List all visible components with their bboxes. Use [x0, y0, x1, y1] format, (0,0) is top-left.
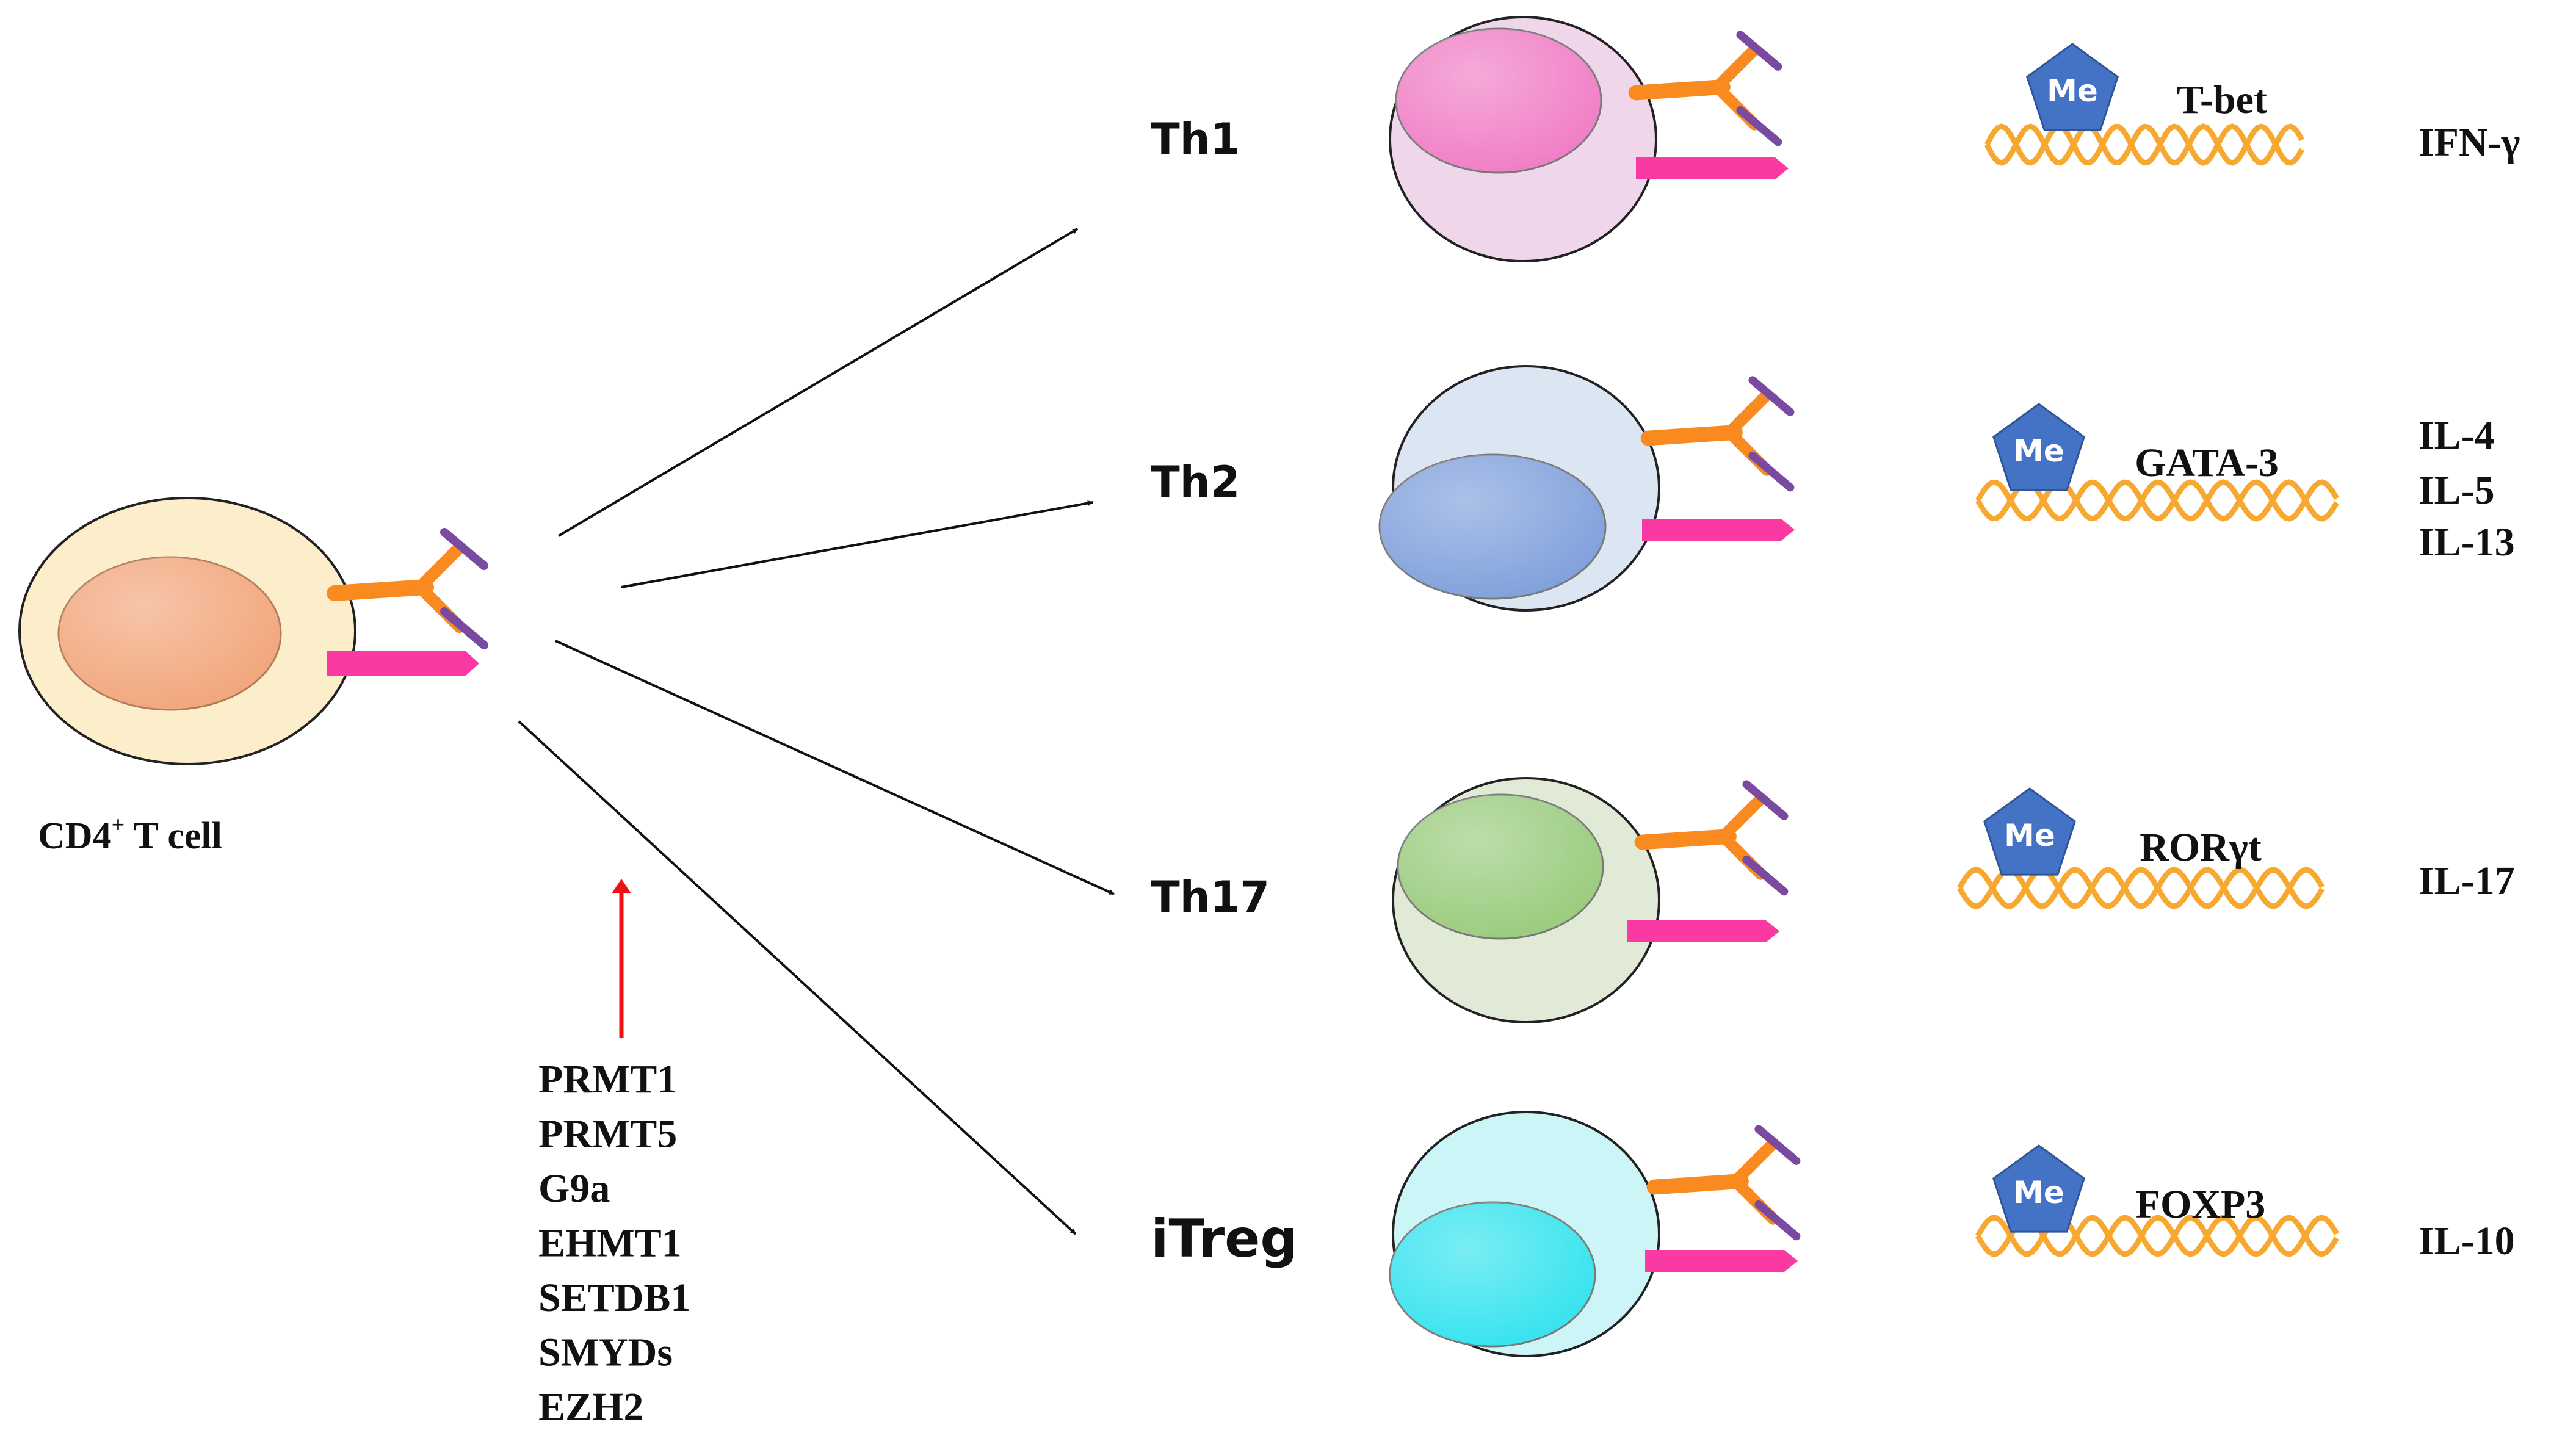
- methyl-label: Me: [2004, 818, 2055, 853]
- cytokine-label: IL-13: [2419, 520, 2515, 565]
- receptor-stem: [1634, 829, 1737, 850]
- receptor-chain-lower: [1748, 451, 1795, 492]
- methyl-label: Me: [2013, 1175, 2064, 1210]
- cytokine-label: IL-4: [2419, 413, 2495, 458]
- methyl-label: Me: [2013, 433, 2064, 469]
- arrow-to-th17: [555, 640, 1115, 895]
- regulator-label: EHMT1: [538, 1221, 682, 1266]
- cd4-nucleus-highlight: [59, 557, 281, 710]
- receptor-chain-upper: [1754, 1125, 1801, 1165]
- receptor-chain-upper: [1736, 31, 1782, 71]
- coreceptor-bar: [1636, 157, 1789, 179]
- methyl-pentagon-icon: [1992, 403, 2085, 491]
- receptor-stem: [1628, 79, 1731, 101]
- arrow-to-th1: [557, 228, 1079, 537]
- arrow-to-th2: [621, 500, 1093, 588]
- nucleus-highlight: [1396, 29, 1601, 173]
- receptor-arm-upper: [1723, 389, 1773, 438]
- regulator-label: SMYDs: [538, 1330, 673, 1375]
- regulator-label: G9a: [538, 1166, 610, 1211]
- coreceptor-bar: [1645, 1250, 1798, 1272]
- dna-strand-b: [1975, 1215, 2339, 1257]
- cytokine-label: IFN-γ: [2419, 120, 2520, 165]
- dna-strand-a: [1984, 123, 2304, 166]
- cytokine-label: IL-5: [2419, 468, 2495, 513]
- receptor-stem: [327, 579, 434, 601]
- coreceptor-bar: [327, 651, 479, 676]
- receptor-stem: [1646, 1174, 1749, 1195]
- transcription-factor-label: RORγt: [2140, 825, 2262, 870]
- receptor-chain-upper: [1742, 780, 1789, 820]
- cytokine-label: IL-17: [2419, 859, 2515, 903]
- dna-helix-icon: [1984, 123, 2304, 166]
- subset-name-label: Th2: [1151, 457, 1240, 507]
- cd4-cell-label: CD4+ T cell: [38, 812, 222, 857]
- arrow-to-itreg: [518, 720, 1077, 1235]
- dna-strand-a: [1957, 867, 2325, 909]
- receptor-arm-upper: [1717, 793, 1767, 842]
- coreceptor-bar: [1627, 920, 1779, 942]
- methyl-pentagon-icon: [2026, 43, 2119, 131]
- regulator-arrowhead: [612, 879, 631, 893]
- cytokine-label: IL-10: [2419, 1219, 2515, 1263]
- subset-th2: Th2 Me GATA-3 IL-4IL-5IL-13: [1151, 365, 2515, 612]
- receptor-chain-lower: [1742, 855, 1789, 896]
- receptor-arm-upper: [1729, 1138, 1779, 1187]
- methyl-pentagon-icon: [1992, 1144, 2085, 1233]
- regulator-label: EZH2: [538, 1385, 643, 1429]
- regulator-label: SETDB1: [538, 1276, 690, 1320]
- subset-name-label: Th17: [1151, 872, 1270, 922]
- tcr-receptor-icon: [1646, 1125, 1801, 1241]
- subset-name-label: iTreg: [1151, 1208, 1298, 1269]
- dna-strand-a: [1975, 479, 2339, 522]
- receptor-chain-upper: [440, 528, 488, 570]
- nucleus-highlight: [1390, 1202, 1595, 1346]
- differentiation-arrows: [518, 228, 1115, 1235]
- nucleus-highlight: [1380, 455, 1605, 599]
- nucleus-highlight: [1398, 795, 1603, 939]
- tcr-receptor-icon: [1628, 31, 1782, 146]
- receptor-stem: [1640, 425, 1743, 446]
- coreceptor-bar-icon: [1636, 157, 1789, 179]
- methyl-label: Me: [2047, 73, 2098, 109]
- transcription-factor-label: T-bet: [2177, 78, 2267, 122]
- coreceptor-bar: [1642, 519, 1795, 541]
- tcr-receptor-icon: [327, 528, 488, 649]
- coreceptor-bar-icon: [1642, 519, 1795, 541]
- receptor-chain-lower: [1736, 106, 1782, 146]
- dna-strand-b: [1957, 867, 2325, 909]
- receptor-arm-upper: [414, 541, 466, 593]
- dna-helix-icon: [1957, 867, 2325, 909]
- dna-strand-b: [1975, 479, 2339, 522]
- receptor-chain-upper: [1748, 376, 1795, 416]
- cd4-t-cell: [18, 497, 488, 765]
- transcription-factor-label: FOXP3: [2136, 1182, 2266, 1227]
- coreceptor-bar-icon: [1627, 920, 1779, 942]
- coreceptor-bar-icon: [1645, 1250, 1798, 1272]
- subset-name-label: Th1: [1151, 114, 1240, 164]
- tcr-receptor-icon: [1640, 376, 1795, 492]
- receptor-arm-upper: [1711, 43, 1761, 93]
- receptor-chain-lower: [1754, 1200, 1801, 1241]
- tcr-receptor-icon: [1634, 780, 1789, 896]
- regulator-label: PRMT1: [538, 1057, 677, 1102]
- methyl-pentagon-icon: [1983, 787, 2076, 876]
- dna-strand-b: [1984, 123, 2304, 166]
- receptor-chain-lower: [440, 607, 488, 649]
- regulator-label: PRMT5: [538, 1112, 677, 1157]
- transcription-factor-label: GATA-3: [2135, 441, 2279, 485]
- cd4-coreceptor-bar-icon: [327, 651, 479, 676]
- dna-helix-icon: [1975, 479, 2339, 522]
